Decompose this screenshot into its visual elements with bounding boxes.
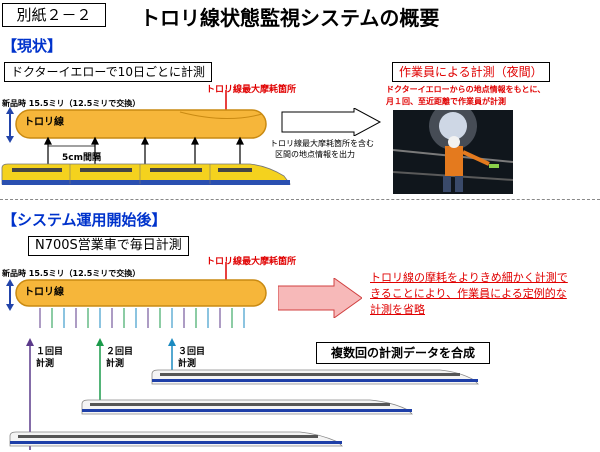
output-note-1: トロリ線最大摩耗箇所を含む: [270, 139, 374, 148]
worker-note-2: 月１回、至近距離で作業員が計測: [386, 97, 506, 106]
worker-note-1: ドクターイエローからの地点情報をもとに、: [386, 85, 546, 94]
after-new-spec: 新品時 15.5ミリ（12.5ミリで交換）: [2, 269, 141, 278]
section-divider: [0, 199, 600, 200]
current-max-wear-label: トロリ線最大摩耗箇所: [206, 85, 297, 95]
current-measure-box: ドクターイエローで10日ごとに計測: [4, 62, 212, 82]
run-2-label: ２回目 計測: [106, 347, 134, 369]
worker-box: 作業員による計測（夜間）: [392, 62, 550, 82]
annex-tag: 別紙２－２: [2, 3, 106, 27]
result-text: トロリ線の摩耗をよりきめ細かく計測で きることにより、作業員による定例的な 計測…: [370, 270, 568, 318]
doctor-yellow-train: [1, 163, 291, 185]
runs-diagram: [9, 338, 479, 450]
combine-box: 複数回の計測データを合成: [316, 342, 491, 364]
current-wire-label: トロリ線: [24, 117, 64, 128]
n700s-train-2: [81, 399, 413, 415]
result-line-3: 計測を省略: [370, 303, 425, 316]
current-output-arrow: [281, 108, 382, 136]
run-3-label: ３回目 計測: [178, 347, 206, 369]
after-measure-box: N700S営業車で毎日計測: [28, 236, 189, 256]
n700s-train-1: [9, 431, 343, 447]
current-diagram: [1, 90, 291, 185]
after-wire-diagram: [6, 262, 267, 328]
after-wire-label: トロリ線: [24, 287, 64, 298]
dense-measure-arrows: [39, 308, 245, 328]
page-title: トロリ線状態監視システムの概要: [140, 6, 440, 30]
current-new-spec: 新品時 15.5ミリ（12.5ミリで交換）: [2, 99, 141, 108]
output-note-2: 区間の地点情報を出力: [275, 150, 355, 159]
result-line-2: きることにより、作業員による定例的な: [370, 287, 567, 300]
after-heading: 【システム運用開始後】: [2, 211, 167, 229]
interval-label: 5cm間隔: [62, 153, 101, 163]
run-1-label: １回目 計測: [36, 347, 64, 369]
result-line-1: トロリ線の摩耗をよりきめ細かく計測で: [370, 271, 568, 284]
current-heading: 【現状】: [2, 37, 63, 55]
result-arrow: [278, 278, 362, 318]
after-trolley-wire: [15, 279, 267, 307]
worker-photo: [393, 110, 513, 194]
after-max-wear-label: トロリ線最大摩耗箇所: [206, 257, 297, 267]
n700s-train-3: [151, 369, 479, 385]
